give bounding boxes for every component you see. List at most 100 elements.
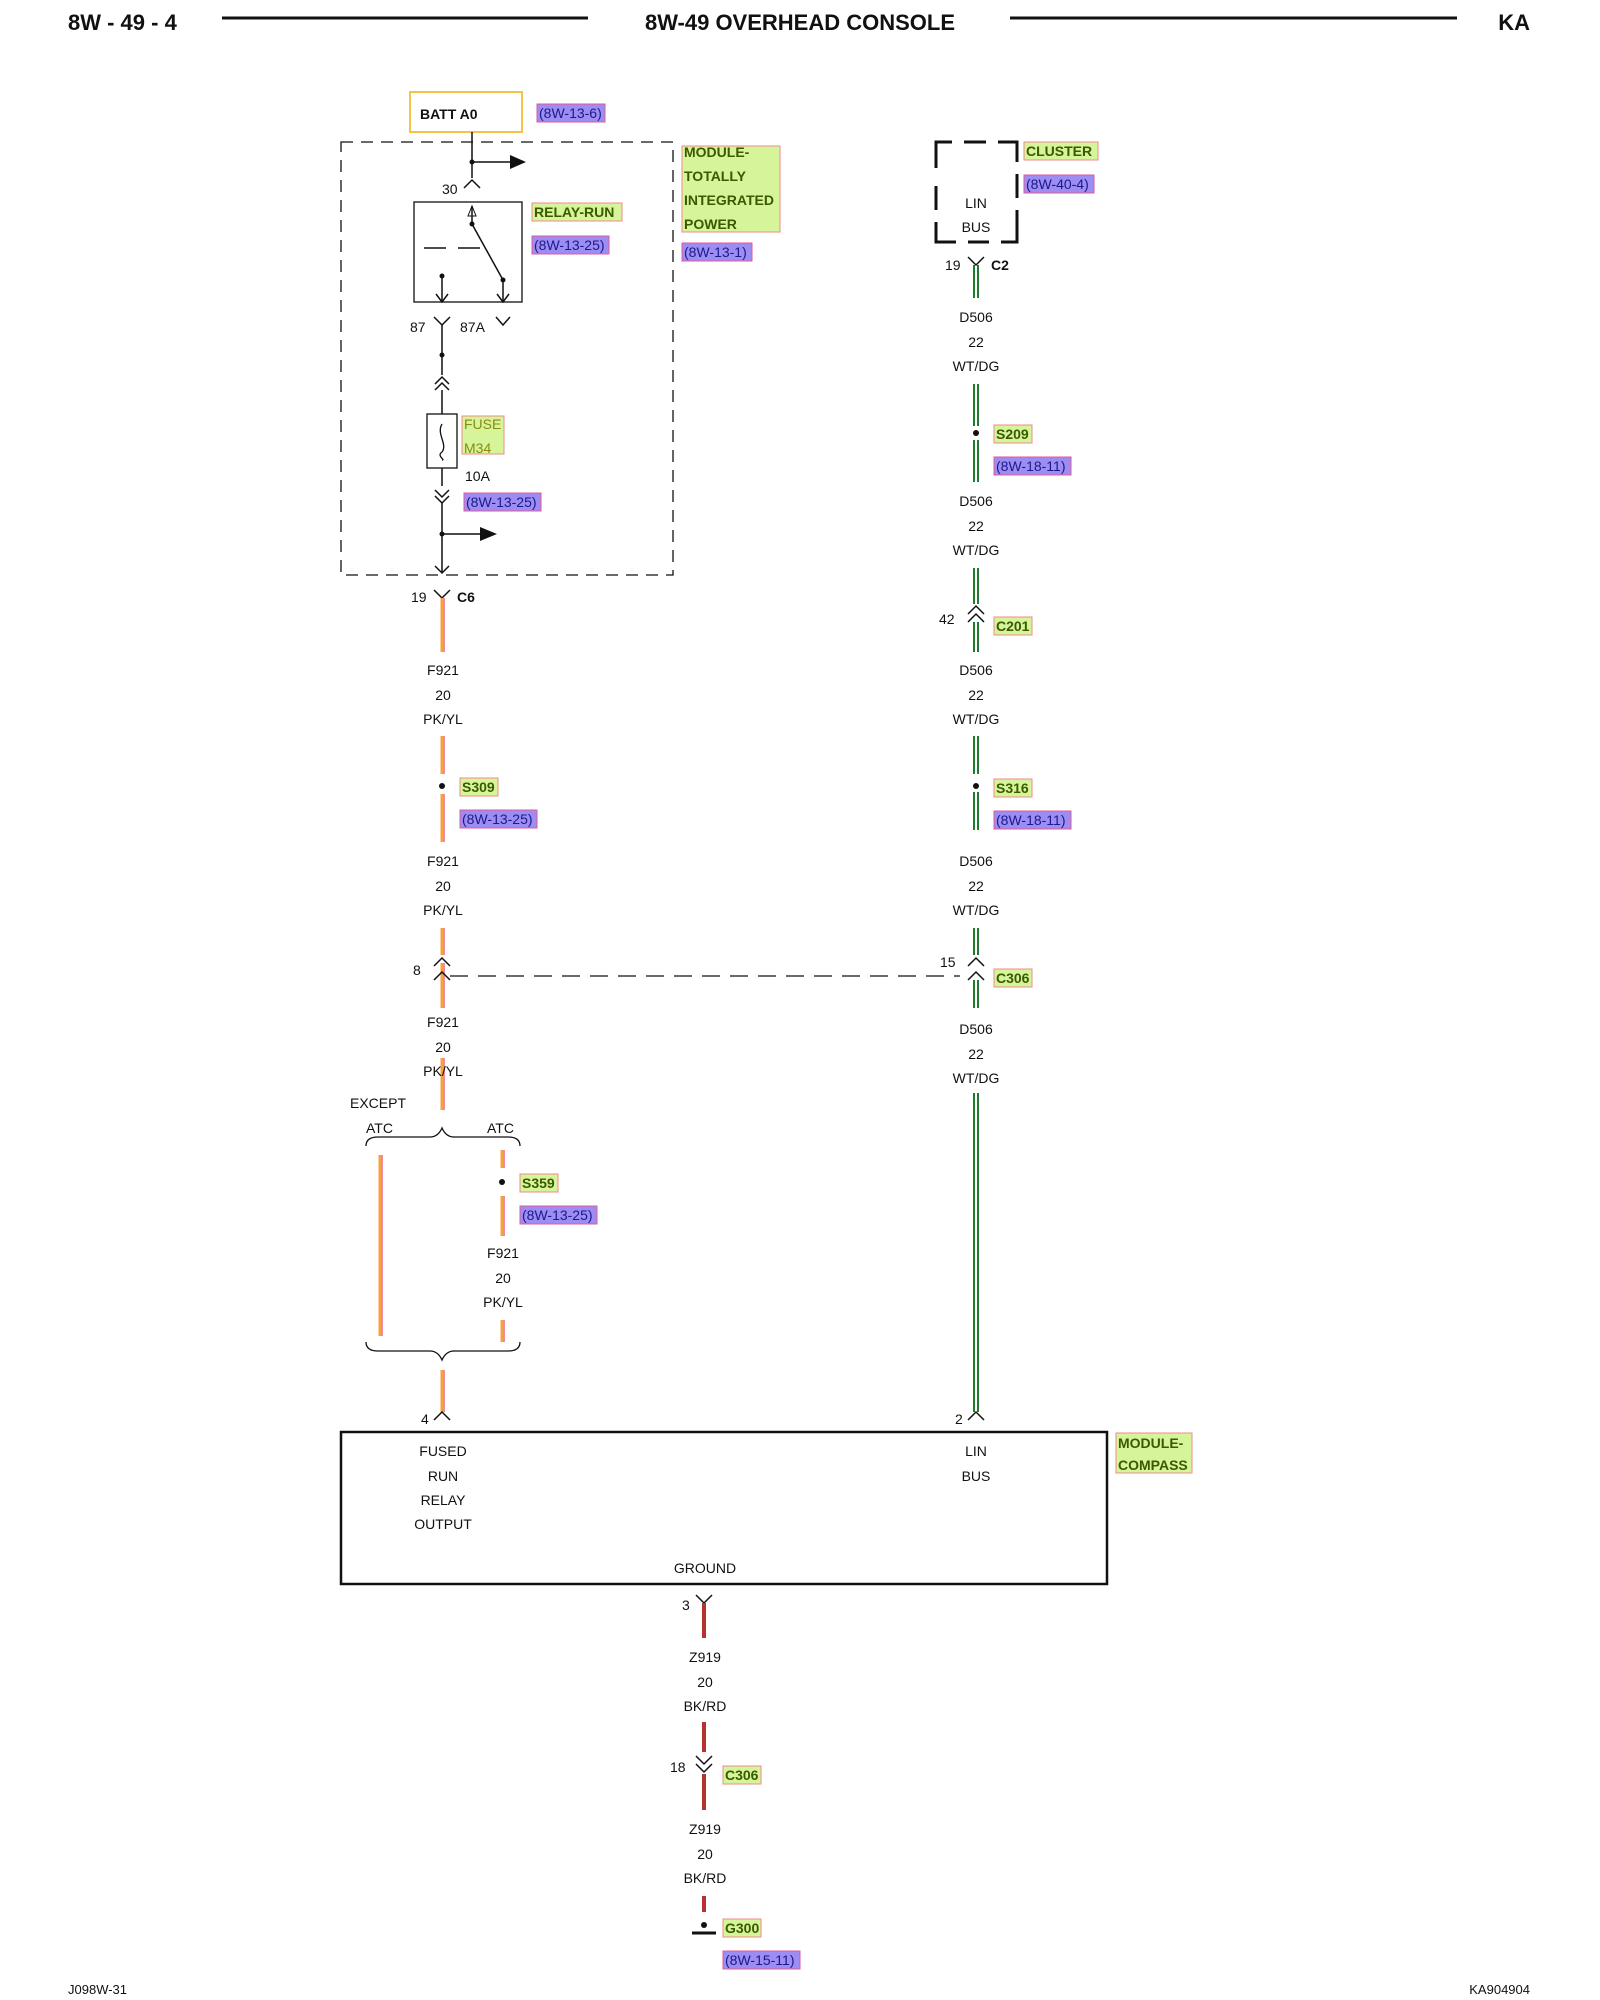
- page-title: 8W-49 OVERHEAD CONSOLE: [645, 10, 955, 35]
- cluster-pin-2: BUS: [962, 219, 991, 235]
- s359-name: S359: [522, 1175, 555, 1191]
- page-number: 8W - 49 - 4: [68, 10, 178, 35]
- fuse-ref-box: [463, 492, 542, 512]
- f921-circuit-4: F921: [487, 1245, 519, 1261]
- fuse-ref-link[interactable]: (8W-13-25): [466, 494, 537, 510]
- c6-terminal: [433, 589, 451, 600]
- relay-ref-box: [531, 235, 610, 255]
- fuse-name-1: FUSE: [464, 416, 501, 432]
- footer-left: J098W-31: [68, 1982, 127, 1997]
- s309-name: S309: [462, 779, 495, 795]
- option-brace-bottom: [365, 1341, 521, 1362]
- s316-ref-box: [993, 810, 1072, 830]
- z919-circuit-2: Z919: [689, 1821, 721, 1837]
- s209-ref-link[interactable]: (8W-18-11): [996, 458, 1066, 474]
- c306-right-female: [967, 956, 985, 967]
- tipm-ref-link[interactable]: (8W-13-1): [684, 244, 747, 260]
- tipm-name-box: [681, 145, 781, 233]
- compass-pin4: 4: [421, 1411, 429, 1427]
- c306-bottom-name-box: [722, 1765, 762, 1785]
- fuse-top-chevron-1: [434, 375, 450, 385]
- d506-circuit-1: D506: [959, 309, 993, 325]
- footer-right: KA904904: [1469, 1982, 1530, 1997]
- z919-color-2: BK/RD: [684, 1870, 727, 1886]
- s359-ref-link[interactable]: (8W-13-25): [522, 1207, 593, 1223]
- compass-pin3-terminal: [695, 1594, 713, 1605]
- ground-label: GROUND: [674, 1560, 736, 1576]
- s309-name-box: [459, 777, 499, 797]
- option-atc-left: ATC: [366, 1120, 393, 1136]
- d506-color-1: WT/DG: [953, 358, 1000, 374]
- relay-nc-arrow: [435, 293, 449, 304]
- f921-gauge-1: 20: [435, 687, 451, 703]
- fuse-element: [439, 423, 445, 461]
- c201-female: [967, 604, 985, 615]
- batt-ref-box: [536, 103, 606, 123]
- s316-name-box: [993, 778, 1033, 798]
- f921-color-4: PK/YL: [483, 1294, 523, 1310]
- s209-ref-box: [993, 456, 1072, 476]
- s359-name-box: [519, 1173, 559, 1193]
- tipm-name-2: TOTALLY: [684, 168, 747, 184]
- lin-label-1: LIN: [965, 1443, 987, 1459]
- c306-bottom-pin: 18: [670, 1759, 686, 1775]
- relay-no-arrow: [496, 293, 510, 304]
- tipm-ref-box: [681, 242, 753, 262]
- cluster-name-box: [1023, 141, 1099, 161]
- s316-node: [973, 783, 979, 789]
- pin87-terminal: [433, 316, 451, 327]
- s309-node: [439, 783, 445, 789]
- f921-wire-segments: [440, 598, 445, 1110]
- g300-node: [701, 1922, 707, 1928]
- c306-right-pin: 15: [940, 954, 956, 970]
- option-brace-top: [365, 1126, 521, 1147]
- d506-circuit-3: D506: [959, 662, 993, 678]
- c201-name-box: [993, 616, 1033, 636]
- d506-gauge-1: 22: [968, 334, 984, 350]
- z919-gauge-2: 20: [697, 1846, 713, 1862]
- relay-ref-link[interactable]: (8W-13-25): [534, 237, 605, 253]
- s359-node: [499, 1179, 505, 1185]
- s209-name-box: [993, 424, 1033, 444]
- batt-ref-link[interactable]: (8W-13-6): [539, 105, 602, 121]
- d506-gauge-3: 22: [968, 687, 984, 703]
- d506-gauge-4: 22: [968, 878, 984, 894]
- tipm-name-3: INTEGRATED: [684, 192, 774, 208]
- g300-ref-link[interactable]: (8W-15-11): [725, 1952, 795, 1968]
- d506-color-2: WT/DG: [953, 542, 1000, 558]
- s359-ref-box: [519, 1205, 598, 1225]
- f921-gauge-2: 20: [435, 878, 451, 894]
- fuse-name-2: M34: [464, 440, 491, 456]
- relay-switch-blade: [471, 223, 504, 281]
- relay-name-box: [531, 202, 623, 222]
- f921-color-3: PK/YL: [423, 1063, 463, 1079]
- tipm-output-arrow: [480, 527, 497, 541]
- cluster-box: [934, 140, 1019, 244]
- f921-color-2: PK/YL: [423, 902, 463, 918]
- relay-name: RELAY-RUN: [534, 204, 614, 220]
- s316-name: S316: [996, 780, 1029, 796]
- compass-name-box: [1115, 1432, 1193, 1474]
- d506-gauge-5: 22: [968, 1046, 984, 1062]
- lin-label-2: BUS: [962, 1468, 991, 1484]
- c306-left-male: [433, 970, 451, 981]
- fuse-name-box: [461, 415, 505, 455]
- cluster-ref-link[interactable]: (8W-40-4): [1026, 176, 1089, 192]
- compass-pin3: 3: [682, 1597, 690, 1613]
- f921-circuit-2: F921: [427, 853, 459, 869]
- c306-top-name: C306: [996, 970, 1030, 986]
- compass-module-box: [339, 1430, 1109, 1586]
- s316-ref-link[interactable]: (8W-18-11): [996, 812, 1066, 828]
- pin87a-terminal: [495, 316, 511, 327]
- d506-wire-segments: [973, 265, 979, 1412]
- pin30-terminal: [463, 178, 481, 189]
- z919-gauge-1: 20: [697, 1674, 713, 1690]
- d506-circuit-5: D506: [959, 1021, 993, 1037]
- f921-branch-wires: [378, 1150, 505, 1412]
- c6-label: C6: [457, 589, 475, 605]
- f921-gauge-4: 20: [495, 1270, 511, 1286]
- batt-box: [409, 91, 523, 133]
- fuse-rating: 10A: [465, 468, 491, 484]
- s309-ref-link[interactable]: (8W-13-25): [462, 811, 533, 827]
